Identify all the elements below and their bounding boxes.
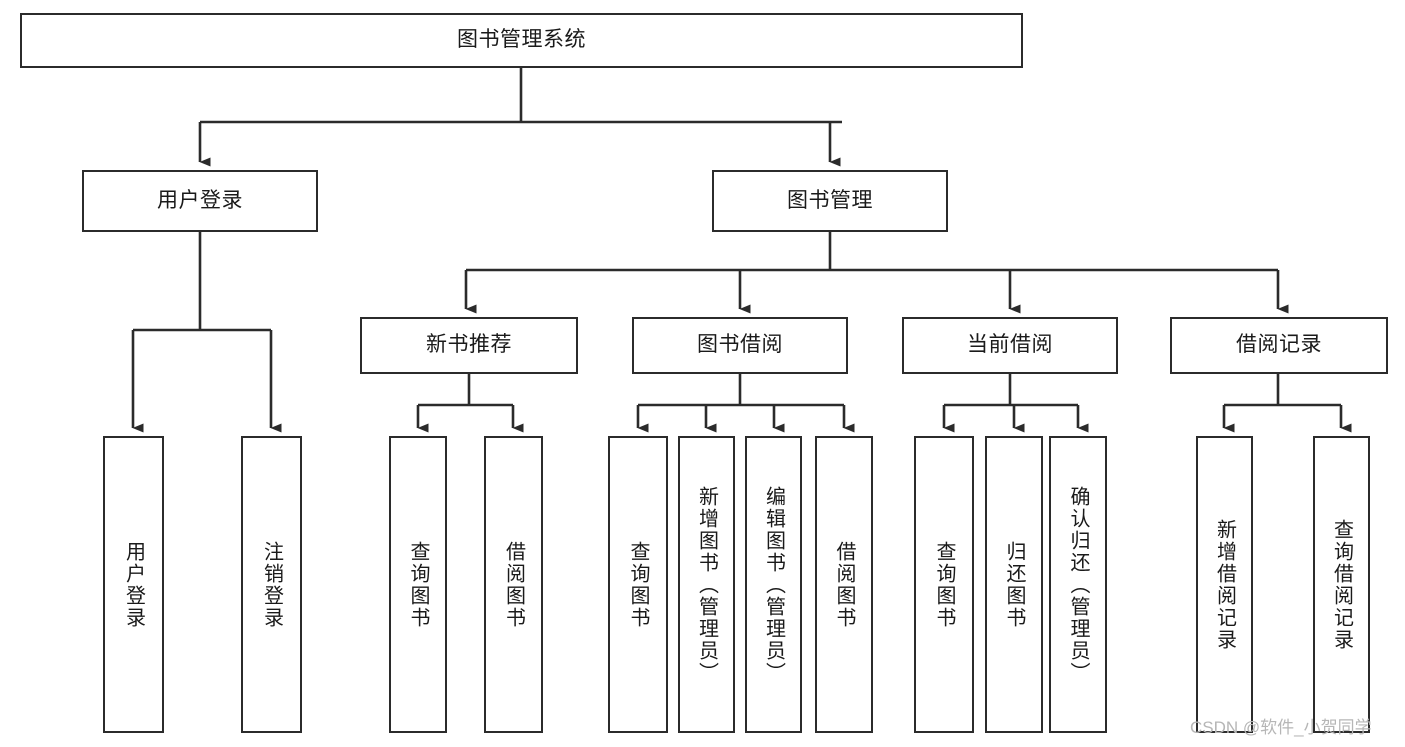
node-label: 当前借阅 xyxy=(967,333,1053,357)
node-label: 注销登录 xyxy=(260,540,283,629)
node-label: 图书借阅 xyxy=(697,333,783,357)
node-label: 新书推荐 xyxy=(426,333,512,357)
leaf-add-borrow-record[interactable]: 新增借阅记录 xyxy=(1196,436,1253,733)
node-label: 用户登录 xyxy=(122,540,145,629)
leaf-add-book-admin[interactable]: 新增图书（管理员） xyxy=(678,436,735,733)
node-label: 编辑图书（管理员） xyxy=(762,485,785,684)
node-borrow-record[interactable]: 借阅记录 xyxy=(1170,317,1388,374)
leaf-query-book-a[interactable]: 查询图书 xyxy=(389,436,447,733)
leaf-user-login[interactable]: 用户登录 xyxy=(103,436,164,733)
node-label: 借阅图书 xyxy=(502,540,525,629)
node-label: 用户登录 xyxy=(157,188,243,212)
node-root-system[interactable]: 图书管理系统 xyxy=(20,13,1023,68)
node-book-management[interactable]: 图书管理 xyxy=(712,170,948,232)
leaf-borrow-book-a[interactable]: 借阅图书 xyxy=(484,436,543,733)
leaf-return-book[interactable]: 归还图书 xyxy=(985,436,1043,733)
leaf-query-borrow-record[interactable]: 查询借阅记录 xyxy=(1313,436,1370,733)
node-label: 借阅记录 xyxy=(1236,333,1322,357)
node-label: 新增图书（管理员） xyxy=(695,485,718,684)
node-label: 图书管理 xyxy=(787,188,873,212)
leaf-logout[interactable]: 注销登录 xyxy=(241,436,302,733)
node-new-book-recommend[interactable]: 新书推荐 xyxy=(360,317,578,374)
node-label: 查询图书 xyxy=(933,540,955,629)
node-label: 查询借阅记录 xyxy=(1330,518,1353,651)
node-label: 查询图书 xyxy=(407,540,429,629)
leaf-query-book-b[interactable]: 查询图书 xyxy=(608,436,668,733)
node-label: 确认归还（管理员） xyxy=(1067,485,1089,684)
node-current-borrow[interactable]: 当前借阅 xyxy=(902,317,1118,374)
node-user-login[interactable]: 用户登录 xyxy=(82,170,318,232)
leaf-query-book-c[interactable]: 查询图书 xyxy=(914,436,974,733)
node-label: 图书管理系统 xyxy=(457,28,586,52)
node-book-borrow[interactable]: 图书借阅 xyxy=(632,317,848,374)
leaf-edit-book-admin[interactable]: 编辑图书（管理员） xyxy=(745,436,802,733)
leaf-confirm-return-admin[interactable]: 确认归还（管理员） xyxy=(1049,436,1107,733)
node-label: 查询图书 xyxy=(627,540,649,629)
node-label: 借阅图书 xyxy=(833,540,855,629)
node-label: 归还图书 xyxy=(1003,540,1025,629)
node-label: 新增借阅记录 xyxy=(1213,518,1236,651)
leaf-borrow-book-b[interactable]: 借阅图书 xyxy=(815,436,873,733)
